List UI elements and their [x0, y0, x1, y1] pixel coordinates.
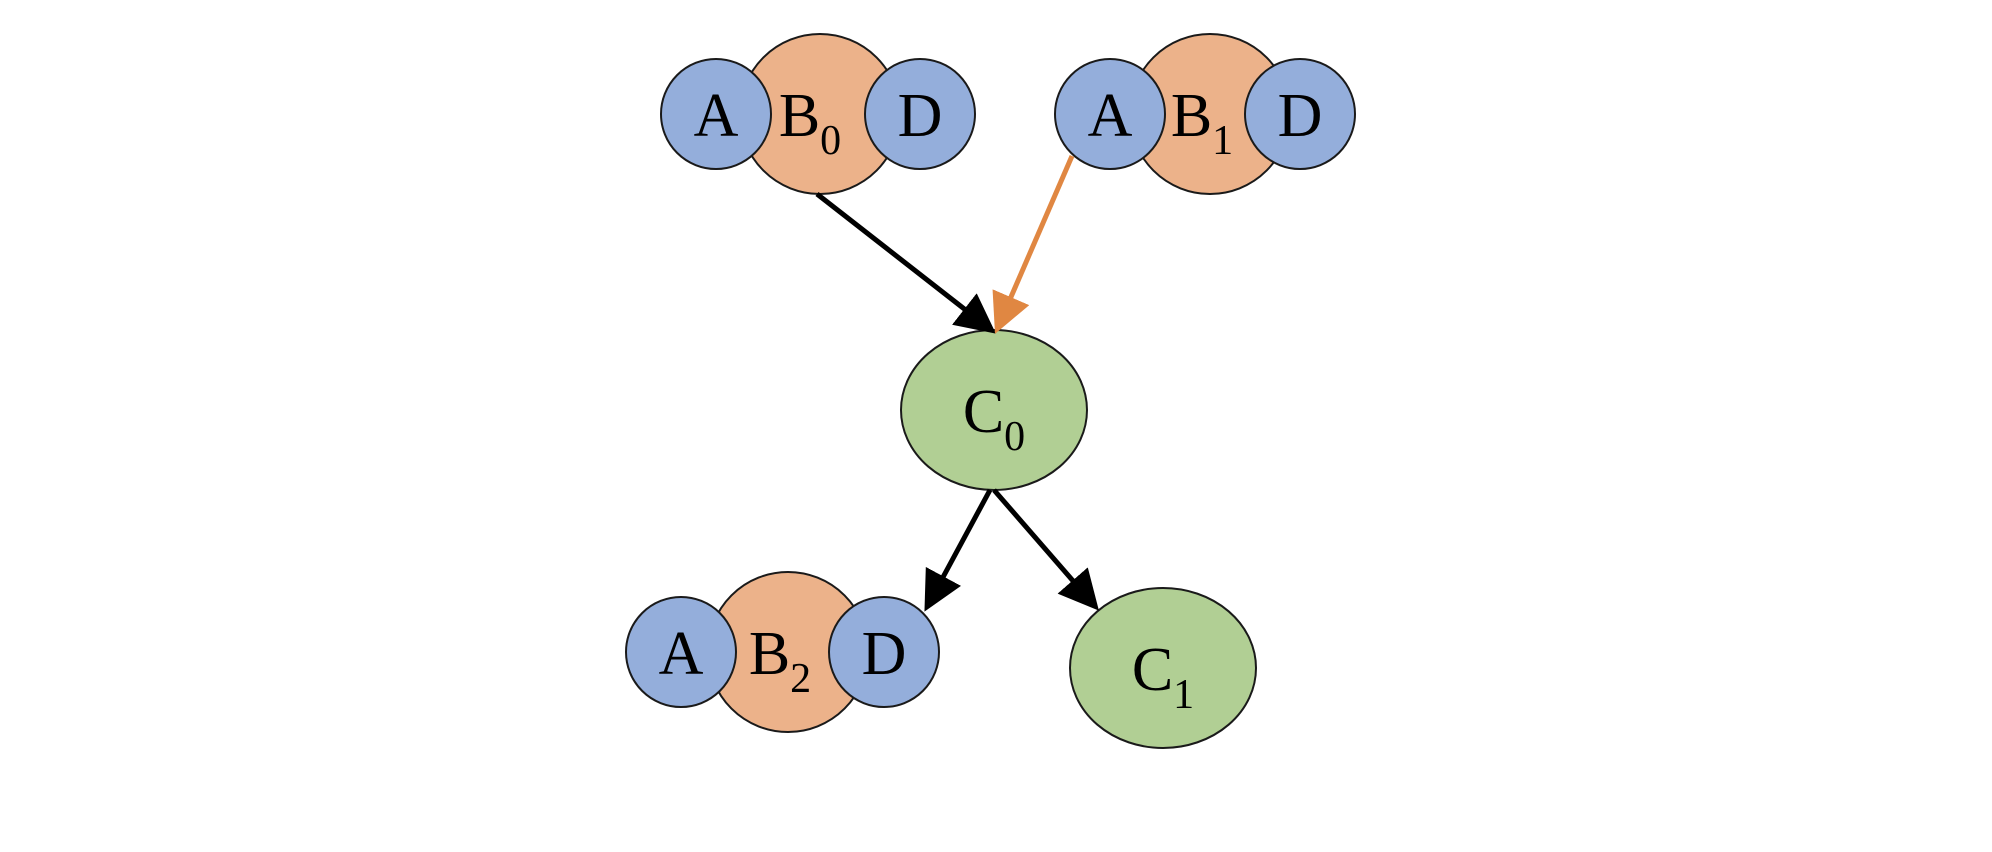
edge-c0-to-c1 — [992, 488, 1099, 611]
label-d-b2-group: D — [862, 620, 907, 688]
node-a-b2-group — [625, 596, 737, 708]
node-d-b1-group — [1244, 58, 1356, 170]
node-c1 — [1069, 587, 1257, 749]
label-c0-subscript: 0 — [1004, 414, 1025, 460]
label-d-b1-group: D — [1278, 82, 1323, 150]
label-b0-subscript: 0 — [820, 118, 841, 164]
node-a-b1-group — [1054, 58, 1166, 170]
label-d-b0-group: D — [898, 82, 943, 150]
label-c0: C0 — [963, 378, 1025, 460]
node-group-c0: C0 — [900, 329, 1088, 491]
label-b2-subscript: 2 — [790, 656, 811, 702]
edge-a-b1-to-c0 — [992, 155, 1075, 334]
label-c1-subscript: 1 — [1173, 672, 1194, 718]
label-a-b1-group: A — [1088, 82, 1133, 150]
label-b0: B0 — [779, 82, 841, 164]
edge-c0-to-d-b2 — [924, 488, 993, 612]
label-b1: B1 — [1171, 82, 1233, 164]
label-c1: C1 — [1132, 636, 1194, 718]
label-a-b2-group: A — [659, 620, 704, 688]
node-d-b0-group — [864, 58, 976, 170]
node-group-b0: A B0 D — [660, 33, 976, 195]
label-b2: B2 — [749, 620, 811, 702]
label-a-b0-group: A — [694, 82, 739, 150]
node-d-b2-group — [828, 596, 940, 708]
node-group-c1: C1 — [1069, 587, 1257, 749]
edge-b0-to-c0 — [815, 192, 996, 334]
label-b1-subscript: 1 — [1212, 118, 1233, 164]
node-a-b0-group — [660, 58, 772, 170]
node-group-b2: A B2 D — [625, 571, 940, 733]
node-group-b1: A B1 D — [1054, 33, 1356, 195]
